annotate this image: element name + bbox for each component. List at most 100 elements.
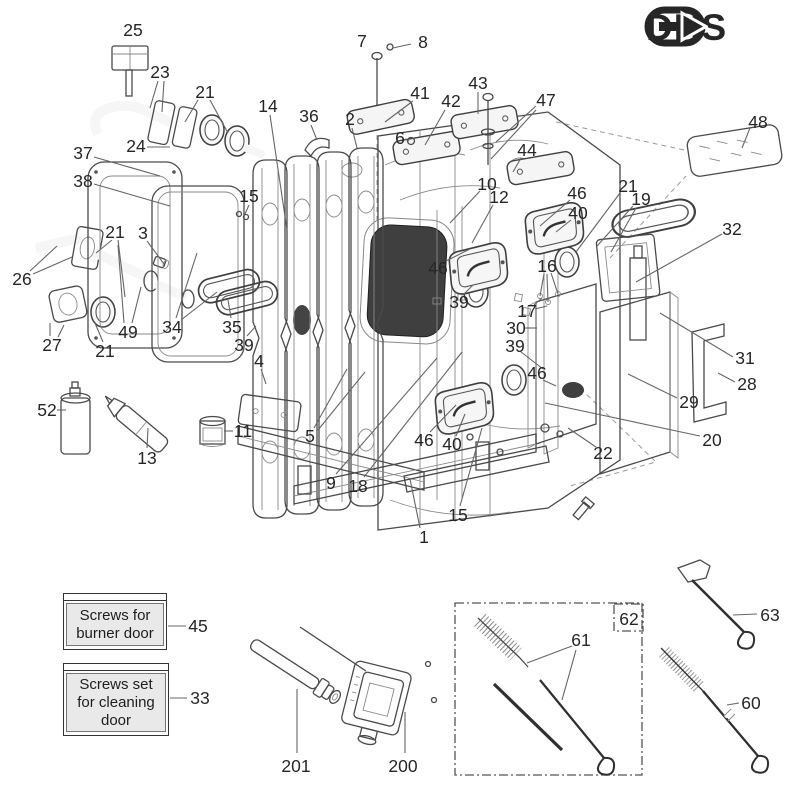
base-rail [403, 445, 550, 493]
paste-tin-11 [199, 415, 226, 447]
part-label-46: 46 [428, 258, 447, 278]
leader-line-19 [610, 207, 637, 253]
leader-line-35 [227, 299, 232, 319]
immersion-sleeve-201 [249, 639, 342, 704]
part-label-20: 20 [702, 430, 722, 450]
fastener-16 [555, 291, 561, 297]
turbulator-17 [513, 292, 524, 303]
service-tools [249, 559, 770, 776]
part-label-37: 37 [73, 143, 92, 163]
side-channel [543, 247, 559, 455]
side-panel-19 [595, 233, 661, 302]
leader-line-39 [246, 325, 257, 337]
plug-3 [152, 255, 169, 270]
leader-line-44 [512, 157, 522, 173]
part-label-42: 42 [441, 91, 460, 111]
combustion-chamber-opening [359, 217, 455, 345]
part-label-49: 49 [118, 322, 137, 342]
base-rail [293, 433, 537, 505]
part-label-33: 33 [190, 688, 209, 708]
leader-line-23 [149, 80, 159, 109]
leader-line-18 [363, 351, 463, 478]
anchor-bolt [572, 495, 596, 521]
leader-line-5 [317, 371, 366, 431]
leader-line-31 [659, 312, 734, 358]
part-label-25: 25 [123, 20, 142, 40]
part-label-32: 32 [722, 219, 741, 239]
base-bracket-4 [237, 393, 302, 433]
leader-line-21 [95, 239, 113, 254]
leader-line-32 [635, 233, 723, 283]
burner-door-assembly [87, 161, 281, 363]
wire-brush-60 [659, 647, 770, 774]
consumables [60, 381, 226, 455]
brand-logo: DHS [644, 6, 796, 50]
part-label-21: 21 [195, 82, 214, 102]
leader-line-21 [94, 322, 104, 343]
leader-line-26 [32, 256, 73, 275]
part-label-12: 12 [489, 187, 508, 207]
leader-line-40 [555, 219, 572, 233]
leader-line-61 [561, 649, 577, 701]
leader-line-27 [57, 324, 65, 338]
part-label-52: 52 [37, 400, 56, 420]
part-label-26: 26 [12, 269, 31, 289]
cleaning-door-screws-kit: Screws set for cleaning door [63, 663, 169, 736]
part-label-2: 2 [345, 109, 355, 129]
leader-line-41 [384, 100, 414, 123]
part-label-21: 21 [618, 176, 637, 196]
screw-15 [242, 213, 250, 221]
leader-line-4 [260, 368, 267, 385]
part-label-31: 31 [735, 348, 754, 368]
part-label-1: 1 [419, 527, 429, 547]
part-label-39: 39 [234, 335, 253, 355]
leader-line-39 [520, 351, 544, 370]
leader-line-17 [534, 305, 548, 310]
leader-line-9 [335, 357, 438, 475]
part-label-46: 46 [527, 363, 546, 383]
door-gasket-38 [151, 185, 245, 363]
part-label-43: 43 [468, 73, 487, 93]
leader-line-36 [310, 124, 318, 141]
leader-line-26 [29, 245, 58, 272]
part-label-200: 200 [388, 756, 417, 776]
burner-door-37 [87, 161, 183, 349]
frame-foot [297, 465, 312, 495]
leader-line-28 [717, 372, 736, 383]
kit-label-text: Screws set for cleaning door [66, 673, 166, 732]
part-label-62: 62 [619, 609, 638, 629]
boiler-block [293, 111, 621, 531]
part-label-6: 6 [395, 128, 405, 148]
top-cover-plates [304, 43, 576, 187]
base-rail [237, 425, 425, 491]
base-frame [237, 393, 550, 505]
part-label-15: 15 [239, 186, 258, 206]
leader-line-16 [546, 273, 549, 303]
screw-15 [235, 210, 243, 218]
kit-bag-strip [64, 664, 168, 671]
part-label-41: 41 [410, 83, 429, 103]
leader-line-13 [146, 427, 149, 449]
pipe-flange [71, 225, 104, 270]
part-label-34: 34 [162, 317, 182, 337]
screw-22 [556, 430, 564, 438]
leader-line-21 [184, 99, 199, 123]
rear-top-panel-48 [686, 124, 783, 177]
part-label-19: 19 [631, 189, 650, 209]
screw-8 [386, 43, 394, 51]
leader-line-5 [313, 368, 348, 429]
spray-can-52 [60, 381, 91, 455]
part-label-24: 24 [126, 136, 146, 156]
leader-line-42 [424, 109, 446, 146]
leader-line-1 [409, 478, 421, 529]
leader-line-15 [244, 204, 250, 215]
part-label-38: 38 [73, 171, 92, 191]
leader-lines [29, 43, 758, 753]
leader-line-60 [726, 702, 740, 706]
brand-arrow-icon [644, 6, 708, 47]
leader-line-20 [544, 402, 701, 437]
thermostat-screw [430, 696, 438, 704]
part-label-11: 11 [234, 421, 252, 441]
part-label-16: 16 [537, 256, 556, 276]
plate-41 [345, 97, 417, 137]
